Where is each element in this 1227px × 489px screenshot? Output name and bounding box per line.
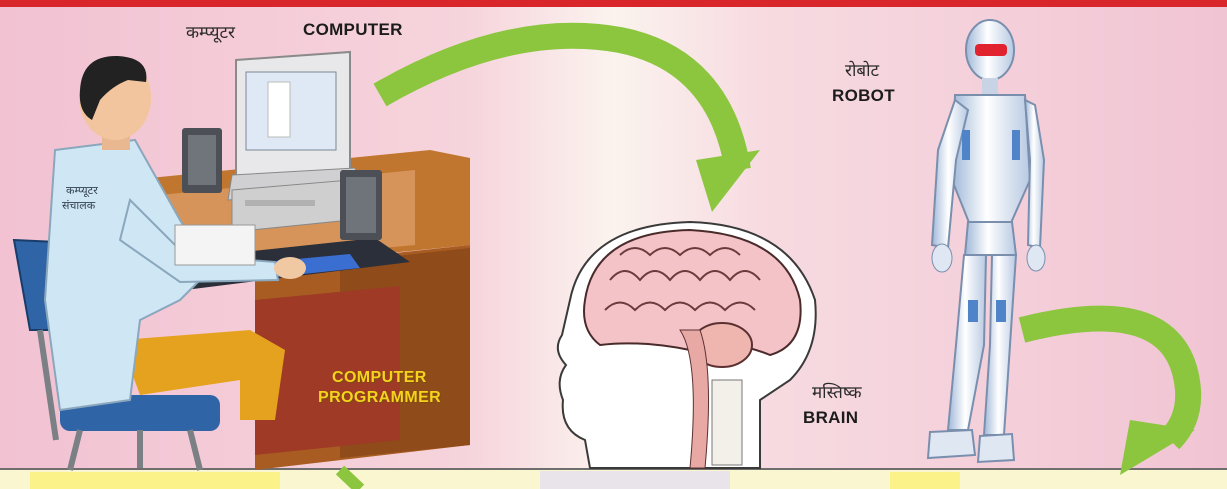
robot-label-hindi: रोबोट: [845, 58, 879, 81]
brain-label: BRAIN: [803, 408, 858, 428]
computer-label-hindi: कम्प्यूटर: [186, 20, 235, 43]
robot-label: ROBOT: [832, 86, 895, 106]
programmer-label-line1: COMPUTER: [332, 368, 427, 388]
programmer-label-line2: PROGRAMMER: [318, 388, 441, 408]
top-red-bar: [0, 0, 1227, 7]
jacket-text-line2: संचालक: [62, 198, 95, 213]
jacket-text-line1: कम्प्यूटर: [66, 183, 98, 198]
computer-label: COMPUTER: [303, 20, 403, 40]
brain-label-hindi: मस्तिष्क: [812, 380, 862, 403]
